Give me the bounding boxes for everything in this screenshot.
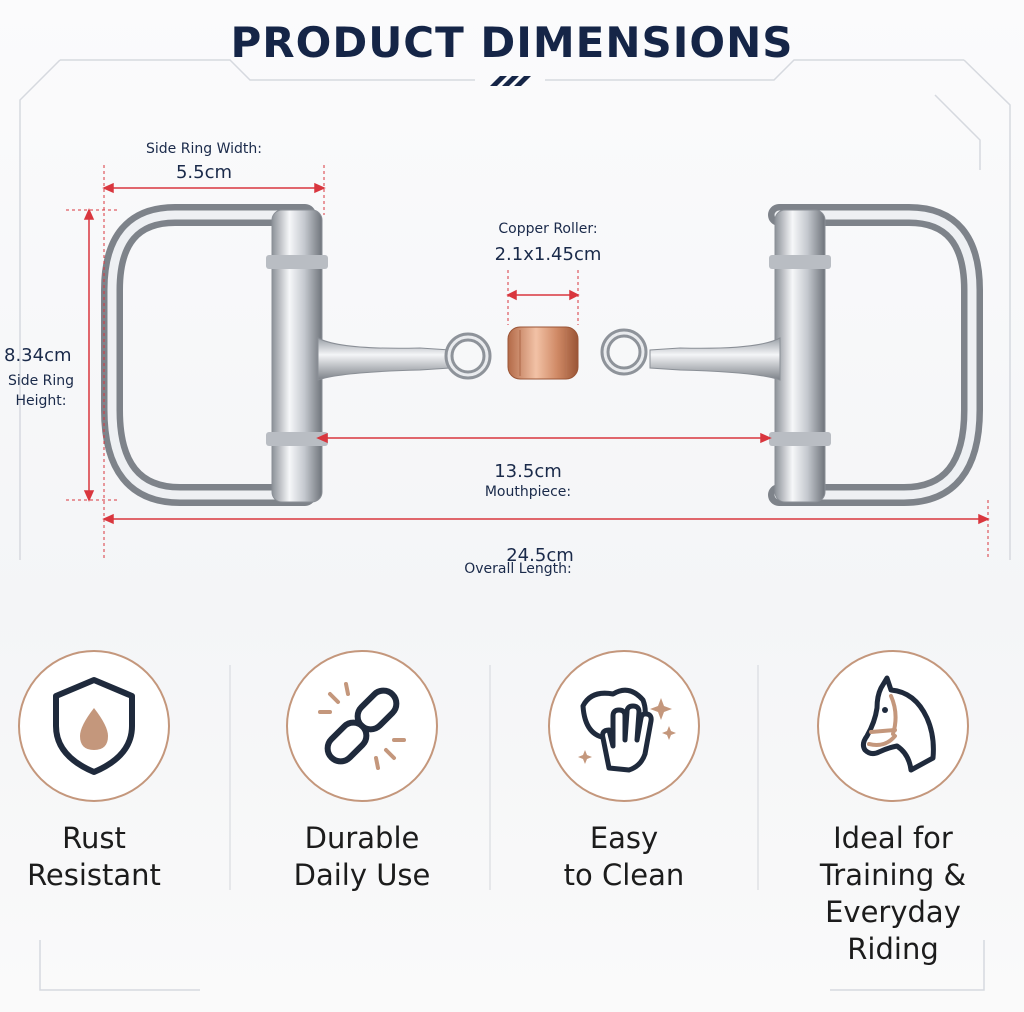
feature-ideal-for-training: Ideal for Training & Everyday Riding xyxy=(783,650,1003,968)
shield-drop-icon xyxy=(53,677,135,775)
overall-length-value: 24.5cm xyxy=(506,545,574,566)
feature-line-3: Everyday Riding xyxy=(825,895,961,966)
feature-line-1: Durable xyxy=(304,821,420,855)
feature-icon-circle xyxy=(817,650,969,802)
feature-icon-circle xyxy=(18,650,170,802)
copper-roller-label: Copper Roller: xyxy=(498,221,598,237)
page-title: PRODUCT DIMENSIONS xyxy=(230,18,794,67)
feature-icon-circle xyxy=(548,650,700,802)
feature-icon-circle xyxy=(286,650,438,802)
feature-easy-to-clean: Easy to Clean xyxy=(514,650,734,894)
copper-roller-value: 2.1x1.45cm xyxy=(494,244,602,265)
mouthpiece-label: Mouthpiece: xyxy=(484,484,572,500)
feature-line-2: Daily Use xyxy=(293,858,431,892)
feature-rust-resistant: Rust Resistant xyxy=(0,650,204,894)
wiping-hand-icon xyxy=(578,687,676,773)
horse-head-icon xyxy=(860,675,936,773)
feature-line-2: to Clean xyxy=(563,858,685,892)
mouthpiece-value: 13.5cm xyxy=(494,461,562,482)
side-ring-width-label: Side Ring Width: xyxy=(146,141,262,157)
feature-line-1: Rust xyxy=(62,821,126,855)
feature-line-1: Ideal for xyxy=(833,821,953,855)
side-ring-height-value: 8.34cm xyxy=(4,345,72,366)
overall-length-label: Overall Length: xyxy=(464,561,572,577)
side-ring-height-label: Side Ring Height: xyxy=(7,373,75,409)
side-ring-width-value: 5.5cm xyxy=(175,162,233,183)
feature-line-1: Easy xyxy=(589,821,659,855)
feature-durable-daily-use: Durable Daily Use xyxy=(252,650,472,894)
broken-chain-icon xyxy=(318,682,406,770)
feature-line-2: Training & xyxy=(819,858,967,892)
feature-line-2: Resistant xyxy=(27,858,161,892)
